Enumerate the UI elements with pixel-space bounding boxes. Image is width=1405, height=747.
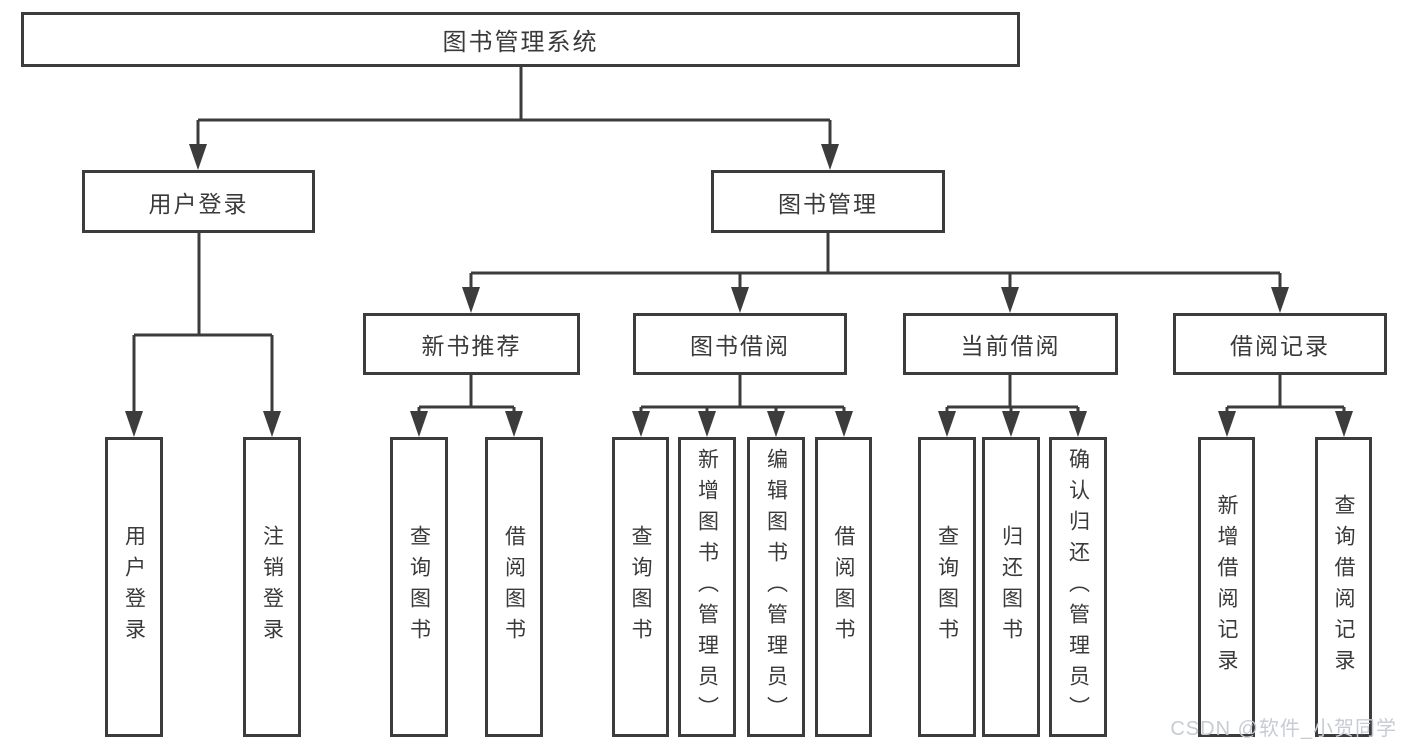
node-borrow-records: 借阅记录 [1173, 313, 1387, 375]
connector-segments [132, 67, 1346, 417]
leaf-add-book-admin: 新增图书（管理员） [678, 437, 736, 737]
leaf-add-borrow-record: 新增借阅记录 [1198, 437, 1255, 737]
leaf-query-book-recommend: 查询图书 [390, 437, 448, 737]
leaf-return-book: 归还图书 [982, 437, 1040, 737]
leaf-borrow-book: 借阅图书 [815, 437, 872, 737]
leaf-logout: 注销登录 [243, 437, 301, 737]
leaf-user-login: 用户登录 [105, 437, 163, 737]
node-new-book-recommend: 新书推荐 [363, 313, 580, 375]
leaf-query-book-borrow: 查询图书 [612, 437, 669, 737]
csdn-watermark: CSDN @软件_小贺同学 [1170, 718, 1397, 740]
arrowhead-icons [125, 144, 1353, 437]
leaf-query-book-current: 查询图书 [918, 437, 976, 737]
leaf-borrow-book-recommend: 借阅图书 [485, 437, 543, 737]
node-root-system: 图书管理系统 [21, 12, 1020, 67]
node-current-borrow: 当前借阅 [903, 313, 1118, 375]
node-book-borrow: 图书借阅 [633, 313, 847, 375]
node-book-management: 图书管理 [711, 170, 945, 233]
leaf-query-borrow-record: 查询借阅记录 [1315, 437, 1372, 737]
node-user-login: 用户登录 [82, 170, 315, 233]
leaf-edit-book-admin: 编辑图书（管理员） [747, 437, 805, 737]
leaf-confirm-return-admin: 确认归还（管理员） [1049, 437, 1107, 737]
